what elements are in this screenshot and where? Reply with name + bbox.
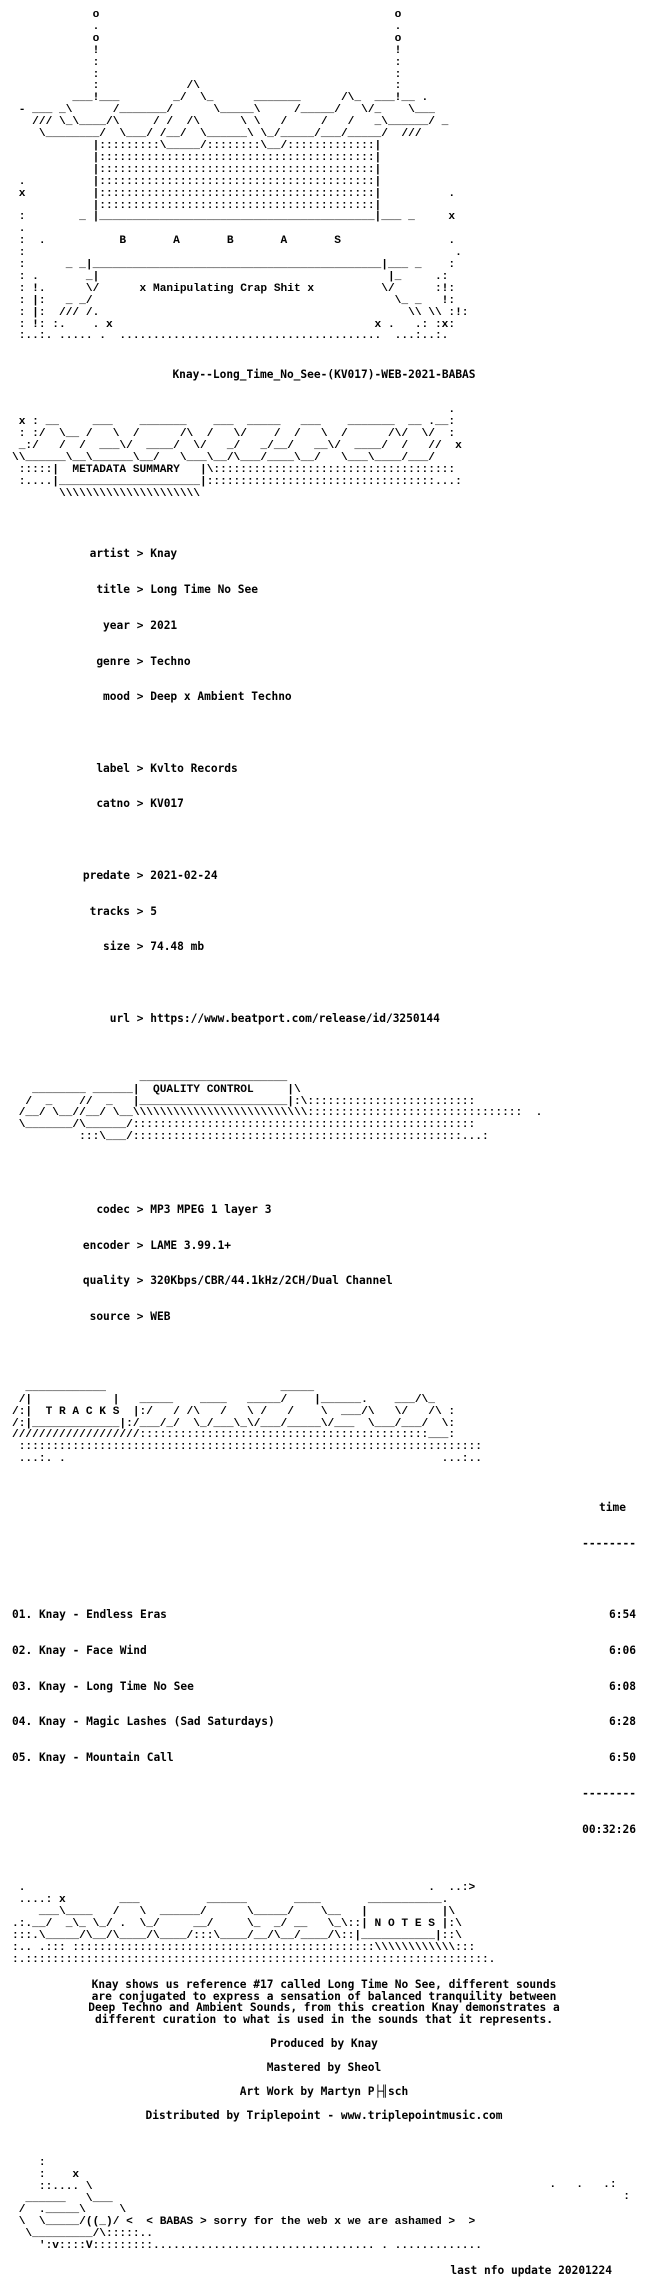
quality-section-banner: ______________________ ________ ______| … [18, 1072, 543, 1144]
metadata-row: year > 2021 [103, 618, 178, 632]
metadata-row: title > Long Time No See [96, 583, 258, 597]
time-header: time [599, 1500, 626, 1514]
release-name: Knay--Long_Time_No_See-(KV017)-WEB-2021-… [172, 368, 476, 382]
metadata-row: catno > KV017 [96, 797, 184, 811]
track-row: 04. Knay - Magic Lashes (Sad Saturdays)6… [12, 1715, 636, 1729]
metadata-row: artist > Knay [89, 547, 178, 561]
nfo-document: o o . . o o ! [12, 0, 636, 2277]
metadata-section-banner: . x : __ ___ _______ ___ _____ ___ _____… [12, 405, 462, 500]
metadata-row: label > Kvlto Records [96, 761, 238, 775]
metadata-row: genre > Techno [96, 654, 191, 668]
total-time: 00:32:26 [582, 1822, 636, 1836]
footer-ascii-art: : : x ::.... \ ______ \___ / ._____\ \ \… [18, 2157, 482, 2253]
time-rule: -------- [582, 1536, 636, 1550]
tracks-section-banner: ____________ _____ /| | _____ ____ _____… [12, 1382, 482, 1466]
notes-text: Knay shows us reference #17 called Long … [88, 1977, 560, 2027]
quality-list: codec > MP3 MPEG 1 layer 3 encoder > LAM… [12, 1180, 636, 1347]
metadata-row: size > 74.48 mb [103, 940, 205, 954]
metadata-list: artist > Knay title > Long Time No See y… [12, 525, 636, 1049]
metadata-row: tracks > 5 [89, 904, 157, 918]
quality-row: source > WEB [89, 1310, 171, 1324]
credit-produced: Produced by Knay [270, 2037, 378, 2051]
metadata-row: predate > 2021-02-24 [82, 869, 218, 882]
credit-artwork: Art Work by Martyn P├╢sch [239, 2085, 409, 2099]
last-update: last nfo update 20201224 [450, 2264, 612, 2277]
metadata-row: mood > Deep x Ambient Techno [103, 690, 292, 704]
header-ascii-logo: o o . . o o ! [18, 10, 469, 343]
credit-distributed: Distributed by Triplepoint - www.triplep… [145, 2108, 503, 2122]
total-rule: -------- [582, 1786, 636, 1800]
footer-right-dots: . . .: : [549, 2179, 630, 2203]
metadata-row: url > https://www.beatport.com/release/i… [109, 1011, 440, 1025]
quality-row: quality > 320Kbps/CBR/44.1kHz/2CH/Dual C… [82, 1274, 393, 1288]
quality-row: encoder > LAME 3.99.1+ [82, 1238, 232, 1252]
quality-row: codec > MP3 MPEG 1 layer 3 [96, 1202, 272, 1216]
credit-mastered: Mastered by Sheol [266, 2061, 382, 2075]
notes-section-banner: . . ..:> ....: x ___ ______ ____ _______… [12, 1883, 496, 1966]
